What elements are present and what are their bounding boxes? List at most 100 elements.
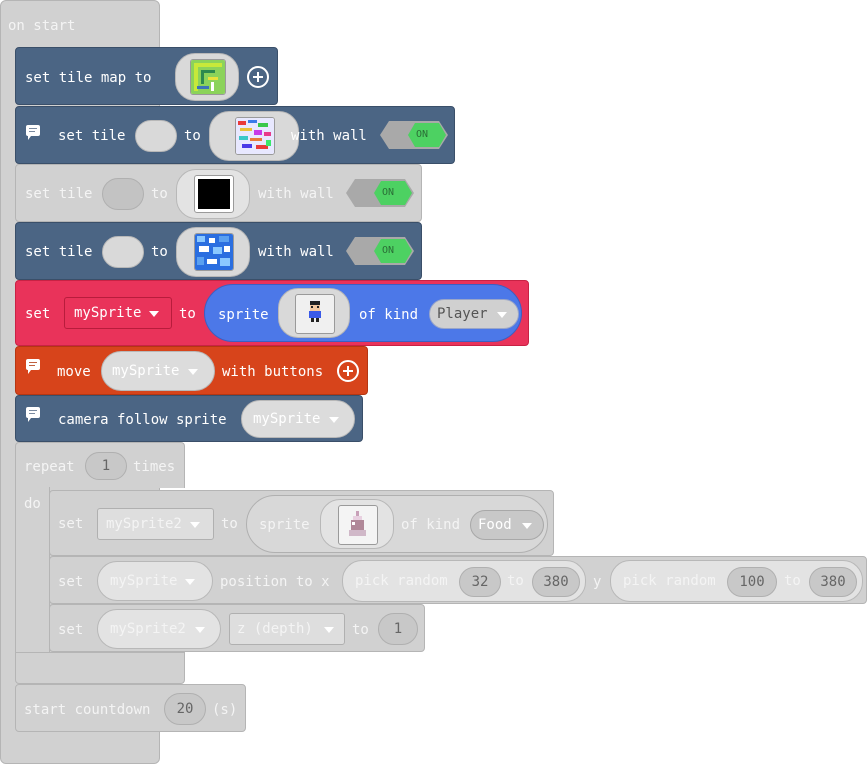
variable-dropdown[interactable]: mySprite bbox=[64, 297, 172, 329]
repeat-label: repeat bbox=[24, 459, 75, 475]
sprite-reporter[interactable]: sprite of kind Food bbox=[246, 495, 548, 553]
on-start-label: on start bbox=[8, 18, 76, 34]
variable-dropdown[interactable]: mySprite bbox=[97, 561, 213, 601]
comment-icon[interactable] bbox=[26, 125, 40, 140]
move-label: move bbox=[57, 364, 91, 380]
set-food-sprite-block[interactable]: set mySprite2 to sprite of kind Food bbox=[49, 490, 554, 556]
chevron-down-icon bbox=[185, 579, 195, 585]
tile-map-picker[interactable] bbox=[175, 53, 239, 101]
wall-toggle[interactable]: ON bbox=[346, 236, 414, 266]
set-depth-block[interactable]: set mySprite2 z (depth) to 1 bbox=[49, 604, 425, 652]
set-tile-label: set tile bbox=[25, 186, 93, 202]
set-tile-label: set tile bbox=[25, 244, 93, 260]
tile-image-picker[interactable] bbox=[176, 227, 250, 277]
to-label: to bbox=[507, 573, 524, 589]
start-countdown-block[interactable]: start countdown 20 (s) bbox=[15, 684, 246, 732]
repeat-block[interactable]: repeat 1 times bbox=[15, 442, 185, 488]
chevron-down-icon bbox=[522, 523, 532, 529]
property-dropdown[interactable]: z (depth) bbox=[229, 613, 345, 645]
x-min-input[interactable]: 32 bbox=[459, 567, 501, 597]
wall-toggle[interactable]: ON bbox=[380, 120, 448, 150]
pick-random-x[interactable]: pick random 32 to 380 bbox=[342, 560, 586, 602]
add-icon[interactable] bbox=[337, 360, 359, 382]
tile-slot[interactable] bbox=[135, 120, 177, 152]
sprite-image-picker[interactable] bbox=[320, 499, 394, 549]
chevron-down-icon bbox=[329, 417, 339, 423]
pick-random-label: pick random bbox=[355, 573, 448, 589]
set-position-block[interactable]: set mySprite position to x pick random 3… bbox=[49, 556, 867, 604]
set-tile-block-1[interactable]: set tile to with wall ON bbox=[15, 106, 455, 164]
kind-dropdown[interactable]: Player bbox=[429, 299, 519, 329]
to-label: to bbox=[151, 186, 168, 202]
depth-value-input[interactable]: 1 bbox=[378, 613, 418, 645]
chevron-down-icon bbox=[190, 522, 200, 528]
comment-icon[interactable] bbox=[26, 359, 40, 374]
property-name: z (depth) bbox=[237, 621, 313, 637]
do-label: do bbox=[24, 496, 41, 512]
tile-image-picker[interactable] bbox=[176, 169, 250, 219]
black-tile-icon bbox=[194, 175, 234, 213]
to-label: to bbox=[352, 622, 369, 638]
sprite-image-picker[interactable] bbox=[278, 288, 350, 338]
player-sprite-icon bbox=[295, 294, 335, 334]
set-tile-block-2[interactable]: set tile to with wall ON bbox=[15, 164, 422, 222]
variable-name: mySprite bbox=[74, 305, 142, 321]
set-label: set bbox=[58, 622, 84, 638]
kind-dropdown[interactable]: Food bbox=[470, 510, 544, 540]
sprite-label: sprite bbox=[259, 517, 310, 533]
set-sprite-block[interactable]: set mySprite to sprite of kind Player bbox=[15, 280, 529, 346]
variable-dropdown[interactable]: mySprite2 bbox=[97, 609, 221, 649]
repeat-do-arm: do bbox=[15, 487, 50, 657]
to-label: to bbox=[221, 516, 238, 532]
chevron-down-icon bbox=[149, 311, 159, 317]
pick-random-y[interactable]: pick random 100 to 380 bbox=[610, 560, 863, 602]
variable-name: mySprite bbox=[110, 573, 178, 589]
kind-value: Player bbox=[437, 306, 488, 322]
tile-slot[interactable] bbox=[102, 178, 144, 210]
chevron-down-icon bbox=[188, 369, 198, 375]
of-kind-label: of kind bbox=[359, 307, 419, 323]
with-wall-label: with wall bbox=[291, 128, 367, 144]
kind-value: Food bbox=[478, 517, 512, 533]
x-max-input[interactable]: 380 bbox=[532, 567, 580, 597]
set-label: set bbox=[58, 574, 84, 590]
chevron-down-icon bbox=[497, 312, 507, 318]
sprite-reporter[interactable]: sprite of kind Player bbox=[204, 284, 522, 342]
variable-dropdown[interactable]: mySprite bbox=[241, 400, 355, 438]
add-icon[interactable] bbox=[247, 66, 269, 88]
wall-toggle[interactable]: ON bbox=[346, 178, 414, 208]
set-tile-label: set tile bbox=[58, 128, 126, 144]
chevron-down-icon bbox=[324, 627, 334, 633]
repeat-count-input[interactable]: 1 bbox=[85, 452, 127, 480]
variable-dropdown[interactable]: mySprite bbox=[101, 351, 215, 391]
toggle-on-label: ON bbox=[416, 129, 429, 140]
variable-dropdown[interactable]: mySprite2 bbox=[97, 508, 214, 540]
variable-name: mySprite bbox=[112, 363, 180, 379]
sprite-label: sprite bbox=[218, 307, 269, 323]
with-wall-label: with wall bbox=[258, 244, 334, 260]
times-label: times bbox=[133, 459, 176, 475]
y-min-input[interactable]: 100 bbox=[727, 567, 777, 597]
y-label: y bbox=[593, 574, 602, 590]
with-wall-label: with wall bbox=[258, 186, 334, 202]
variable-name: mySprite2 bbox=[110, 621, 186, 637]
to-label: to bbox=[184, 128, 201, 144]
multicolor-tile-icon bbox=[235, 117, 275, 155]
to-label: to bbox=[151, 244, 168, 260]
tile-image-picker[interactable] bbox=[209, 111, 299, 161]
set-tile-map-label: set tile map to bbox=[25, 70, 152, 86]
set-tile-block-3[interactable]: set tile to with wall ON bbox=[15, 222, 422, 280]
toggle-on-label: ON bbox=[382, 245, 395, 256]
repeat-bottom-arm bbox=[15, 652, 185, 684]
tile-slot[interactable] bbox=[102, 236, 144, 268]
comment-icon[interactable] bbox=[26, 407, 40, 422]
y-max-input[interactable]: 380 bbox=[809, 567, 857, 597]
chevron-down-icon bbox=[195, 627, 205, 633]
camera-follow-block[interactable]: camera follow sprite mySprite bbox=[15, 395, 363, 442]
set-tile-map-block[interactable]: set tile map to bbox=[15, 47, 278, 105]
seconds-unit-label: (s) bbox=[212, 702, 238, 718]
move-with-buttons-block[interactable]: move mySprite with buttons bbox=[15, 346, 368, 395]
start-countdown-label: start countdown bbox=[24, 702, 151, 718]
countdown-value-input[interactable]: 20 bbox=[164, 693, 206, 725]
to-label: to bbox=[784, 573, 801, 589]
